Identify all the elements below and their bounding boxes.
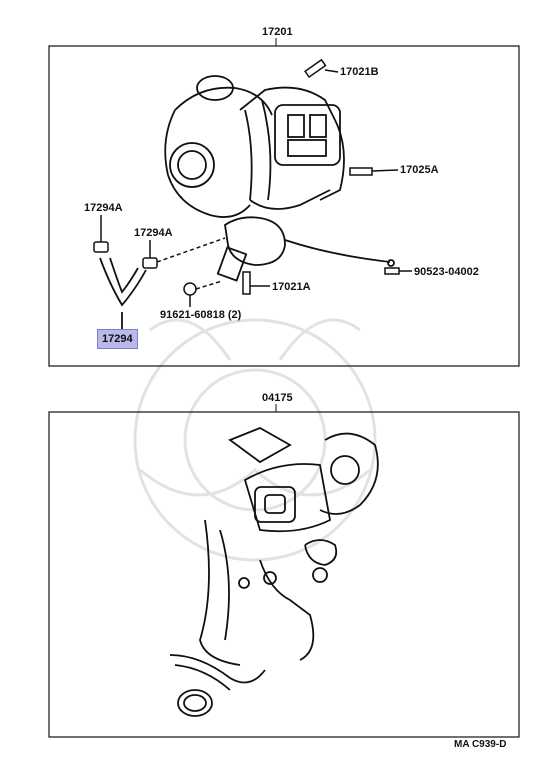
nut-91621 (183, 280, 223, 307)
part-label-91621-60818[interactable]: 91621-60818 (2) (160, 309, 242, 321)
part-label-17294A-right[interactable]: 17294A (134, 227, 173, 239)
top-frame (48, 45, 520, 367)
bolt-90523 (384, 267, 412, 275)
part-label-17021A[interactable]: 17021A (272, 281, 311, 293)
part-label-90523-04002[interactable]: 90523-04002 (414, 266, 479, 278)
part-label-17025A[interactable]: 17025A (400, 164, 439, 176)
part-label-17021B[interactable]: 17021B (340, 66, 379, 78)
turbocharger (164, 75, 395, 282)
stud-17021A (242, 271, 270, 295)
part-label-17294A-left[interactable]: 17294A (84, 202, 123, 214)
exhaust-assembly (169, 427, 379, 717)
assembly-label-04175: 04175 (262, 392, 293, 404)
stud-17021B (304, 58, 339, 79)
footer-code: MA C939-D (454, 739, 507, 750)
watermark-crest (133, 318, 377, 562)
clip-17294A-right (142, 237, 226, 269)
bottom-frame (48, 411, 520, 738)
clip-17294A-left (93, 215, 109, 253)
assembly-label-17201: 17201 (262, 26, 293, 38)
stud-17025A (349, 167, 399, 176)
part-label-17294-highlighted[interactable]: 17294 (97, 329, 138, 349)
hose-17294 (99, 257, 147, 330)
